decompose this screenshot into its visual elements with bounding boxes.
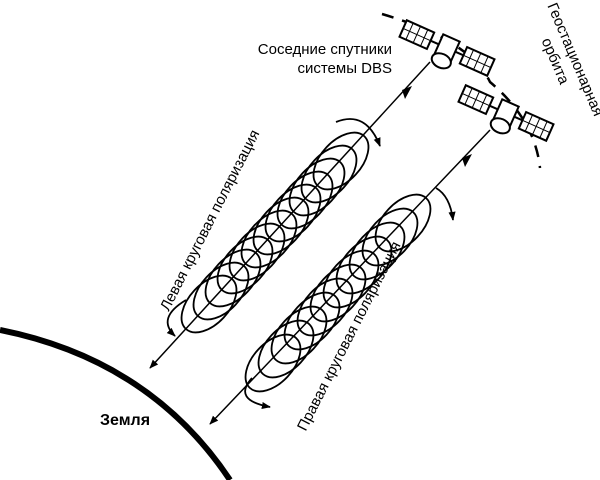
earth-label: Земля [100, 412, 151, 429]
right-beam-arrow [462, 154, 472, 167]
left-beam-axis [149, 61, 431, 369]
right-beam-axis [209, 129, 491, 425]
left-beam-arrow [402, 86, 412, 99]
left-polarization-helix [166, 118, 381, 337]
satellites-label-line-1: Соседние спутники [257, 41, 392, 58]
satellites-label-line-2: системы DBS [297, 60, 392, 77]
satellites-label: Соседние спутники системы DBS [208, 40, 392, 78]
right-polarization-helix [244, 187, 456, 410]
earth-surface [0, 327, 233, 480]
satellite-icon [398, 18, 496, 78]
satellite-icon [457, 83, 555, 143]
